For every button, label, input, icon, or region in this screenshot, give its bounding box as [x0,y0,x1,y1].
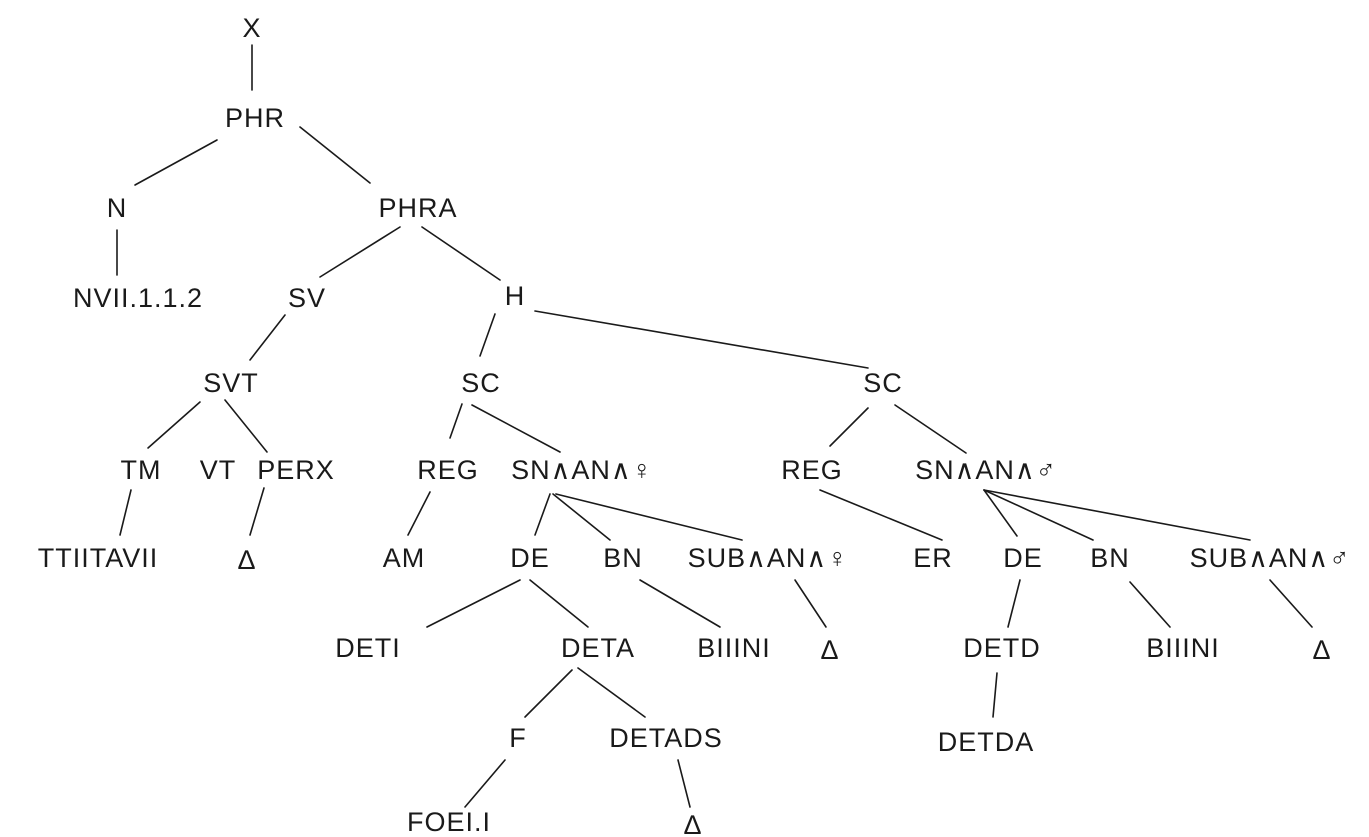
node-delta-suban-female: ∆ [821,635,839,665]
edge-phra-sv [319,226,401,278]
edge-bnright-biiini [1129,581,1171,628]
node-sc-left: SC [461,368,501,398]
edge-perx-delta [249,487,265,536]
edge-subanmale-delta [1269,579,1313,628]
node-perx: PERX [257,455,335,485]
edge-scright-snanmale [894,404,967,454]
edge-deright-detd [1007,579,1021,628]
edge-deta-detads [577,667,646,718]
node-f: F [509,723,527,753]
edge-sv-svt [249,314,286,361]
node-biiini-left: BIIINI [697,633,771,663]
node-delta-suban-male: ∆ [1313,635,1331,665]
node-n: N [107,193,128,223]
edge-snanfemale-suban [555,493,743,541]
tree-nodes: X PHR N PHRA NVII.1.1.2 SV H SVT SC SC T… [38,13,1351,837]
node-h: H [505,281,526,311]
edge-svt-tm [147,401,201,449]
edge-scleft-regleft [449,403,463,439]
node-suban-male: SUB∧AN∧♂ [1190,543,1351,573]
node-foeil: FOEI.I [407,807,491,837]
node-er: ER [913,543,953,573]
node-delta-perx: ∆ [238,545,256,575]
edge-bnleft-biiini [639,579,721,628]
node-snan-male: SN∧AN∧♂ [915,455,1057,485]
edge-h-scright [534,310,869,369]
edge-phr-phra [299,126,371,184]
node-tm: TM [121,455,162,485]
node-de-right: DE [1003,543,1043,573]
node-vt: VT [200,455,237,485]
node-sv: SV [288,283,326,313]
node-detda: DETDA [938,727,1035,757]
tree-edges [116,44,1313,808]
node-phr: PHR [225,103,285,133]
edge-phra-h [421,226,501,281]
node-x: X [242,13,261,43]
node-snan-female: SN∧AN∧♀ [511,455,653,485]
edge-snanmale-suban [983,489,1251,541]
node-ttiitavii: TTIITAVII [38,543,159,573]
edge-regleft-am [407,491,431,536]
node-reg-right: REG [781,455,843,485]
node-delta-detads: ∆ [684,810,702,837]
node-biiini-right: BIIINI [1146,633,1220,663]
node-svt: SVT [203,368,259,398]
edge-detd-detda [992,672,998,718]
edge-snanmale-de [983,489,1018,537]
node-sc-right: SC [863,368,903,398]
edge-snanfemale-bn [552,493,611,541]
edge-svt-perx [224,399,268,453]
node-detd: DETD [963,633,1041,663]
edge-scright-regright [829,407,869,447]
edge-snanfemale-de [534,493,551,536]
edge-deleft-deti [426,579,521,628]
edge-phr-n [134,139,218,186]
node-bn-right: BN [1090,543,1130,573]
node-de-left: DE [510,543,550,573]
edge-deleft-deta [529,579,589,628]
edge-h-scleft [479,313,496,357]
node-nvii: NVII.1.1.2 [73,283,203,313]
node-phra: PHRA [378,193,457,223]
edge-scleft-snanfemale [471,404,561,453]
edge-detads-delta [677,759,691,808]
edge-subanfemale-delta [794,579,827,628]
edge-snanmale-bn [983,489,1094,541]
node-bn-left: BN [603,543,643,573]
edge-tm-ttiitavii [119,489,132,536]
node-deta: DETA [561,633,635,663]
node-reg-left: REG [417,455,479,485]
edge-regright-er [819,489,943,541]
node-detads: DETADS [609,723,723,753]
node-am: AM [383,543,426,573]
node-deti: DETI [335,633,401,663]
edge-deta-f [524,669,573,718]
edge-f-foeil [464,759,506,808]
node-suban-female: SUB∧AN∧♀ [688,543,849,573]
